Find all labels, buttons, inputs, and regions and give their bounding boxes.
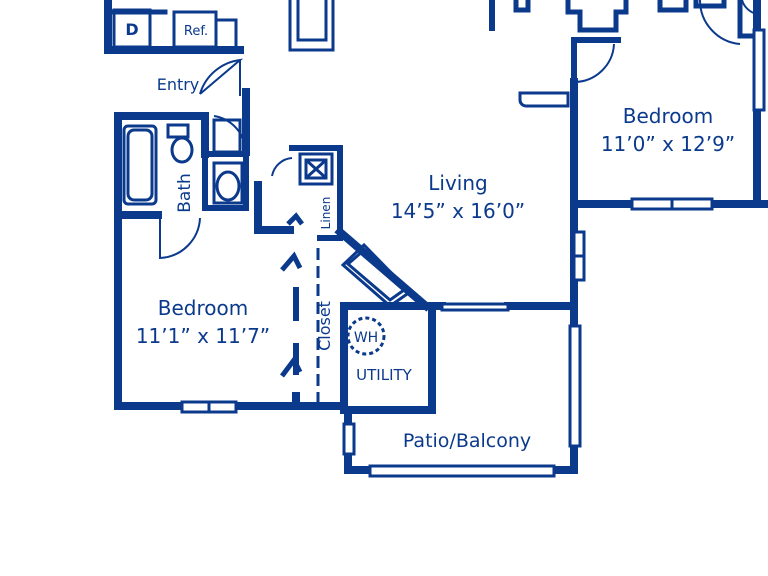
toilet-bowl (170, 136, 194, 164)
closet-label: Closet (315, 301, 334, 351)
bath-label: Bath (175, 173, 195, 213)
bedroom-right-door-swing (573, 43, 615, 84)
dryer-label: D (125, 20, 138, 39)
linen-label: Linen (319, 197, 333, 230)
fridge-side (214, 18, 238, 50)
fixtures (112, 0, 570, 406)
washer-dryer-stack (340, 242, 413, 308)
hall-wall (254, 181, 294, 234)
toilet-tank (166, 123, 190, 139)
patio-label: Patio/Balcony (403, 430, 531, 452)
bedroom-bath-door (159, 215, 201, 260)
utility-label: UTILITY (356, 366, 413, 384)
fridge-label: Ref. (184, 24, 208, 39)
counter-peninsula (518, 91, 570, 108)
bedroom-left-dims: 11’1” x 11’7” (136, 324, 270, 348)
water-heater-label: WH (354, 330, 378, 346)
chair-inner (296, 0, 328, 42)
top-fixture-5 (737, 0, 760, 39)
living-name: Living (428, 171, 487, 195)
chair-outline (288, 0, 335, 52)
sliding-door-patio (440, 302, 510, 312)
vanity (212, 161, 244, 205)
entry-label: Entry (157, 75, 200, 94)
door-swings (159, 0, 758, 260)
bath-door-swing (213, 115, 247, 153)
vanity-wall (202, 151, 249, 211)
closet-fixture-top (565, 0, 629, 33)
top-fixture-2 (513, 0, 531, 13)
bedroom-right-name: Bedroom (623, 104, 713, 128)
hvac-inner (304, 158, 328, 180)
bifold-1 (286, 212, 304, 226)
bedroom-right-closet-door (698, 0, 741, 45)
bathtub (122, 124, 158, 206)
left-outer-wall (114, 112, 304, 410)
labels: D Ref. Entry Bath Linen Living 14’5” x 1… (125, 20, 735, 452)
bifold-3 (280, 355, 303, 378)
windows (180, 28, 766, 478)
entry-door-swing (199, 58, 244, 95)
linen-door-swing (271, 157, 293, 177)
hvac-unit (298, 152, 334, 186)
window-bedroom-right-side (752, 28, 766, 112)
window-patio-bottom (368, 464, 556, 478)
living-dims: 14’5” x 16’0” (391, 199, 525, 223)
linen-wall (289, 145, 343, 241)
hvac-cross-icon (304, 158, 328, 180)
kitchen-wall (104, 0, 244, 54)
sink (215, 170, 241, 202)
bifold-doors (280, 212, 304, 378)
bathtub-inner (126, 128, 154, 202)
bedroom-left-name: Bedroom (158, 296, 248, 320)
walls (104, 0, 768, 474)
bedroom-right-dims: 11’0” x 12’9” (601, 132, 735, 156)
top-fixture-3 (657, 0, 689, 13)
window-patio-right (568, 324, 582, 448)
dryer-box (112, 8, 152, 49)
bifold-2 (280, 251, 303, 272)
far-right-door (741, 0, 758, 15)
linen-shelf (212, 118, 242, 154)
utility-wall (340, 302, 436, 414)
top-fixture-4 (693, 0, 727, 9)
window-patio-left (342, 422, 356, 456)
washer-dryer-inner (345, 247, 407, 302)
water-heater-circle (346, 316, 386, 356)
